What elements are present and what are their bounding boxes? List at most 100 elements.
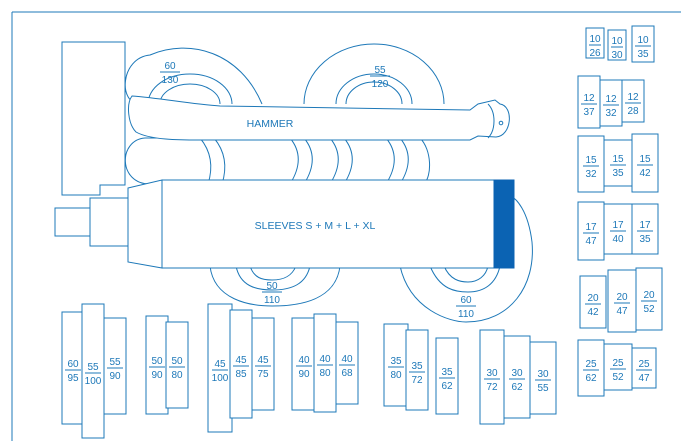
tool-size-label-bottom: 95 bbox=[67, 373, 79, 384]
tool-tile-body bbox=[529, 341, 557, 415]
tool-size-label-top: 40 bbox=[319, 354, 331, 365]
drift-60-130 bbox=[124, 47, 263, 105]
tool-size-label-top: 55 bbox=[87, 362, 99, 373]
tool-size-label-top: 15 bbox=[639, 154, 651, 165]
tool-size-label-top: 45 bbox=[257, 355, 269, 366]
tool-tile-body bbox=[291, 317, 317, 411]
tool-tile-body bbox=[603, 203, 633, 255]
tool-tile-body bbox=[607, 29, 627, 61]
tool-size-label-bottom: 62 bbox=[441, 381, 453, 392]
drift-size-label-bottom: 120 bbox=[372, 79, 389, 90]
tool-tile-body bbox=[165, 321, 189, 409]
tool-size-label-bottom: 72 bbox=[411, 375, 423, 386]
drift-55-120 bbox=[303, 43, 445, 105]
tool-size-label-top: 10 bbox=[589, 34, 601, 45]
tool-size-label-top: 17 bbox=[639, 220, 651, 231]
tool-size-label-bottom: 68 bbox=[341, 368, 353, 379]
tool-size-label-bottom: 32 bbox=[605, 108, 617, 119]
tool-size-label-top: 20 bbox=[587, 293, 599, 304]
tool-size-label-top: 20 bbox=[643, 290, 655, 301]
tool-size-label-bottom: 47 bbox=[616, 306, 628, 317]
tool-size-label-bottom: 35 bbox=[639, 234, 651, 245]
tool-tile-body bbox=[251, 317, 275, 411]
tool-size-label-bottom: 75 bbox=[257, 369, 269, 380]
tool-size-label-top: 12 bbox=[605, 94, 617, 105]
tool-size-label-top: 30 bbox=[486, 368, 498, 379]
tool-tile-body bbox=[577, 135, 605, 193]
hammer-label: HAMMER bbox=[247, 118, 294, 130]
drift-size-label-bottom: 130 bbox=[162, 75, 179, 86]
tool-size-label-bottom: 32 bbox=[585, 169, 597, 180]
drift-size-label-top: 60 bbox=[460, 295, 472, 306]
drift-50-110 bbox=[209, 265, 341, 307]
tool-size-label-bottom: 52 bbox=[612, 372, 624, 383]
tool-size-label-bottom: 55 bbox=[537, 383, 549, 394]
tool-tile-body bbox=[607, 269, 637, 333]
tool-tile-body bbox=[383, 323, 409, 407]
drift-size-label-bottom: 110 bbox=[264, 295, 280, 306]
tool-tile-body bbox=[631, 203, 659, 255]
tool-tile-body bbox=[603, 139, 633, 187]
tool-size-label-bottom: 90 bbox=[151, 370, 163, 381]
tool-size-label-bottom: 62 bbox=[511, 382, 523, 393]
middle-drift-loops bbox=[124, 137, 430, 185]
tool-size-label-top: 55 bbox=[109, 357, 121, 368]
tool-size-label-top: 50 bbox=[151, 356, 163, 367]
tool-size-label-top: 35 bbox=[390, 356, 402, 367]
tool-size-label-top: 12 bbox=[583, 93, 595, 104]
tool-size-label-top: 35 bbox=[411, 361, 423, 372]
tool-tile-body bbox=[631, 25, 655, 63]
tool-size-label-top: 12 bbox=[627, 92, 639, 103]
tool-size-label-bottom: 62 bbox=[585, 373, 597, 384]
tool-tile-body bbox=[579, 275, 607, 329]
hammer bbox=[128, 95, 510, 141]
tool-size-label-bottom: 52 bbox=[643, 304, 655, 315]
tool-size-label-top: 25 bbox=[612, 358, 624, 369]
tool-size-label-bottom: 80 bbox=[171, 370, 183, 381]
sleeve-holder bbox=[54, 179, 515, 269]
drift-size-label-bottom: 110 bbox=[458, 309, 474, 320]
